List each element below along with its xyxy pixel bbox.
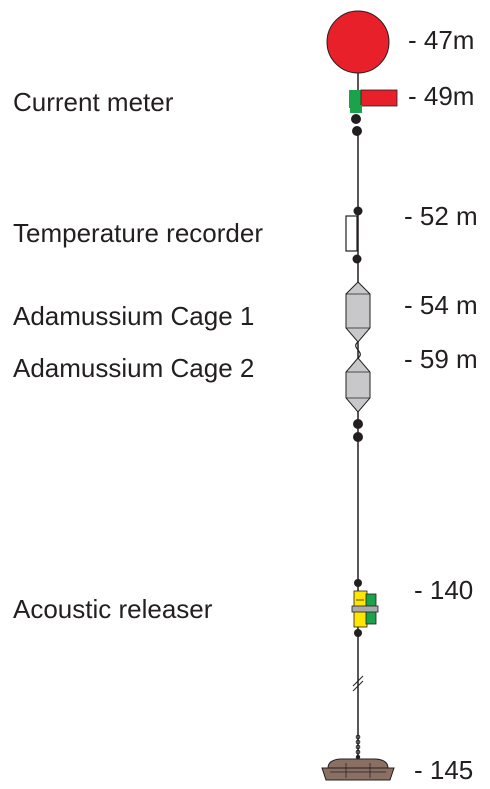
- line-break-mark-1: [352, 675, 364, 687]
- depth-buoy: - 47m: [408, 25, 475, 55]
- current-meter: [349, 89, 398, 113]
- depth-current-meter: - 49m: [408, 81, 475, 111]
- shackle-2: [352, 126, 362, 136]
- depth-acoustic-releaser: - 140: [414, 575, 474, 605]
- adamussium-cage-1: [345, 281, 371, 343]
- label-current-meter: Current meter: [13, 87, 174, 117]
- adamussium-cage-2: [345, 357, 371, 413]
- current-meter-fin-red: [360, 89, 398, 107]
- label-temperature-recorder: Temperature recorder: [13, 218, 263, 248]
- shackle-6: [353, 432, 363, 442]
- depth-temperature-recorder: - 52 m: [404, 201, 478, 231]
- shackle-3: [353, 206, 363, 216]
- shackle-4: [352, 254, 362, 264]
- surface-buoy: [326, 10, 390, 74]
- depth-cage-2: - 59 m: [404, 344, 478, 374]
- label-adamussium-cage-1: Adamussium Cage 1: [13, 301, 255, 331]
- anchor-chain: [355, 734, 361, 760]
- shackle-1: [351, 114, 361, 124]
- cage-connector: [355, 341, 361, 359]
- depth-anchor: - 145: [414, 755, 474, 785]
- temperature-recorder: [345, 215, 358, 252]
- label-acoustic-releaser: Acoustic releaser: [13, 594, 213, 624]
- line-break-mark-2: [352, 680, 364, 692]
- label-adamussium-cage-2: Adamussium Cage 2: [13, 353, 255, 383]
- current-meter-body-green: [349, 90, 361, 108]
- current-meter-cap: [350, 105, 362, 113]
- depth-cage-1: - 54 m: [404, 290, 478, 320]
- shackle-5: [353, 419, 363, 429]
- acoustic-releaser-drawing: [351, 579, 379, 637]
- anchor-weight: [321, 758, 395, 781]
